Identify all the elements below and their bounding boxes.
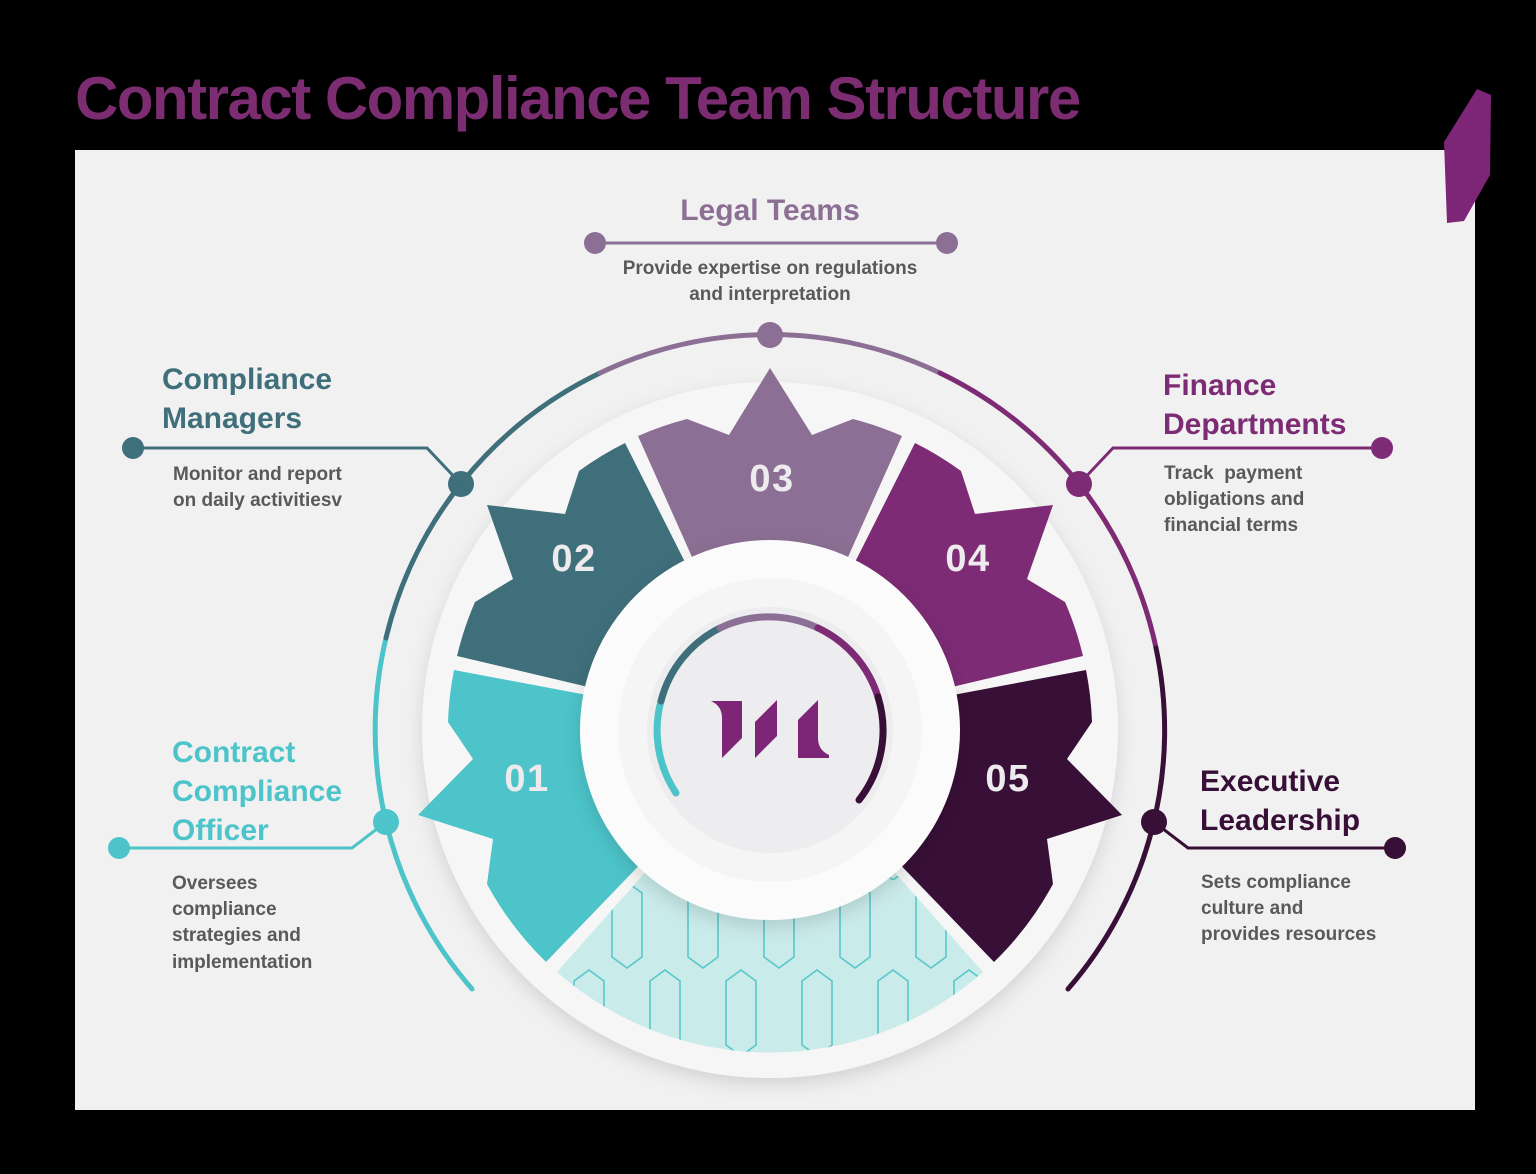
inner-arc-purple xyxy=(814,624,882,701)
segment-02-compliance-managers xyxy=(457,443,693,691)
heading-executive-leadership: Executive Leadership xyxy=(1200,765,1361,837)
desc-finance-departments: Track payment obligations and financial … xyxy=(1164,463,1305,537)
m-logo-stroke-1 xyxy=(711,701,742,758)
desc-compliance-managers: Monitor and report on daily activitiesv xyxy=(173,464,342,512)
m-logo-stroke-2 xyxy=(755,700,777,758)
connector-managers xyxy=(133,446,463,486)
connector-officer xyxy=(119,820,387,850)
m-logo-icon xyxy=(711,700,829,758)
arc-dot-legal xyxy=(757,322,783,348)
label-connectors xyxy=(119,241,1395,850)
inner-arc-mauve xyxy=(716,613,822,632)
desc-contract-compliance-officer: Oversees compliance strategies and imple… xyxy=(172,873,313,973)
segment-number-04: 04 xyxy=(945,538,990,580)
heading-contract-compliance-officer: Contract Compliance Officer xyxy=(172,736,343,847)
connector-dot-legal-right xyxy=(936,232,958,254)
connector-dot-executive xyxy=(1384,837,1406,859)
inner-arc-purple-dark xyxy=(855,693,887,804)
heading-finance-departments: Finance Departments xyxy=(1163,369,1347,441)
segment-03-legal-teams xyxy=(638,368,902,575)
m-logo-stroke-3 xyxy=(798,700,829,758)
segment-number-01: 01 xyxy=(504,758,549,800)
connector-dot-managers xyxy=(122,437,144,459)
connector-executive xyxy=(1153,820,1395,850)
segment-number-03: 03 xyxy=(749,458,794,500)
desc-executive-leadership: Sets compliance culture and provides res… xyxy=(1201,872,1377,946)
segment-number-02: 02 xyxy=(551,538,596,580)
connector-dot-finance xyxy=(1371,437,1393,459)
inner-arc-teal-dark xyxy=(657,624,724,705)
inner-arc-teal-light xyxy=(653,697,680,797)
corner-ribbon xyxy=(1444,89,1491,223)
segment-04-finance-departments xyxy=(847,443,1083,691)
segment-number-05: 05 xyxy=(985,758,1030,800)
connector-dot-officer xyxy=(108,837,130,859)
connector-dot-legal-left xyxy=(584,232,606,254)
heading-legal-teams: Legal Teams xyxy=(680,194,860,227)
pattern-filler-segment xyxy=(557,858,983,1053)
connector-finance xyxy=(1077,446,1382,486)
desc-legal-teams: Provide expertise on regulations and int… xyxy=(622,258,918,306)
page-title: Contract Compliance Team Structure xyxy=(75,65,1081,132)
heading-compliance-managers: Compliance Managers xyxy=(162,363,333,435)
inner-color-ring xyxy=(653,613,887,804)
